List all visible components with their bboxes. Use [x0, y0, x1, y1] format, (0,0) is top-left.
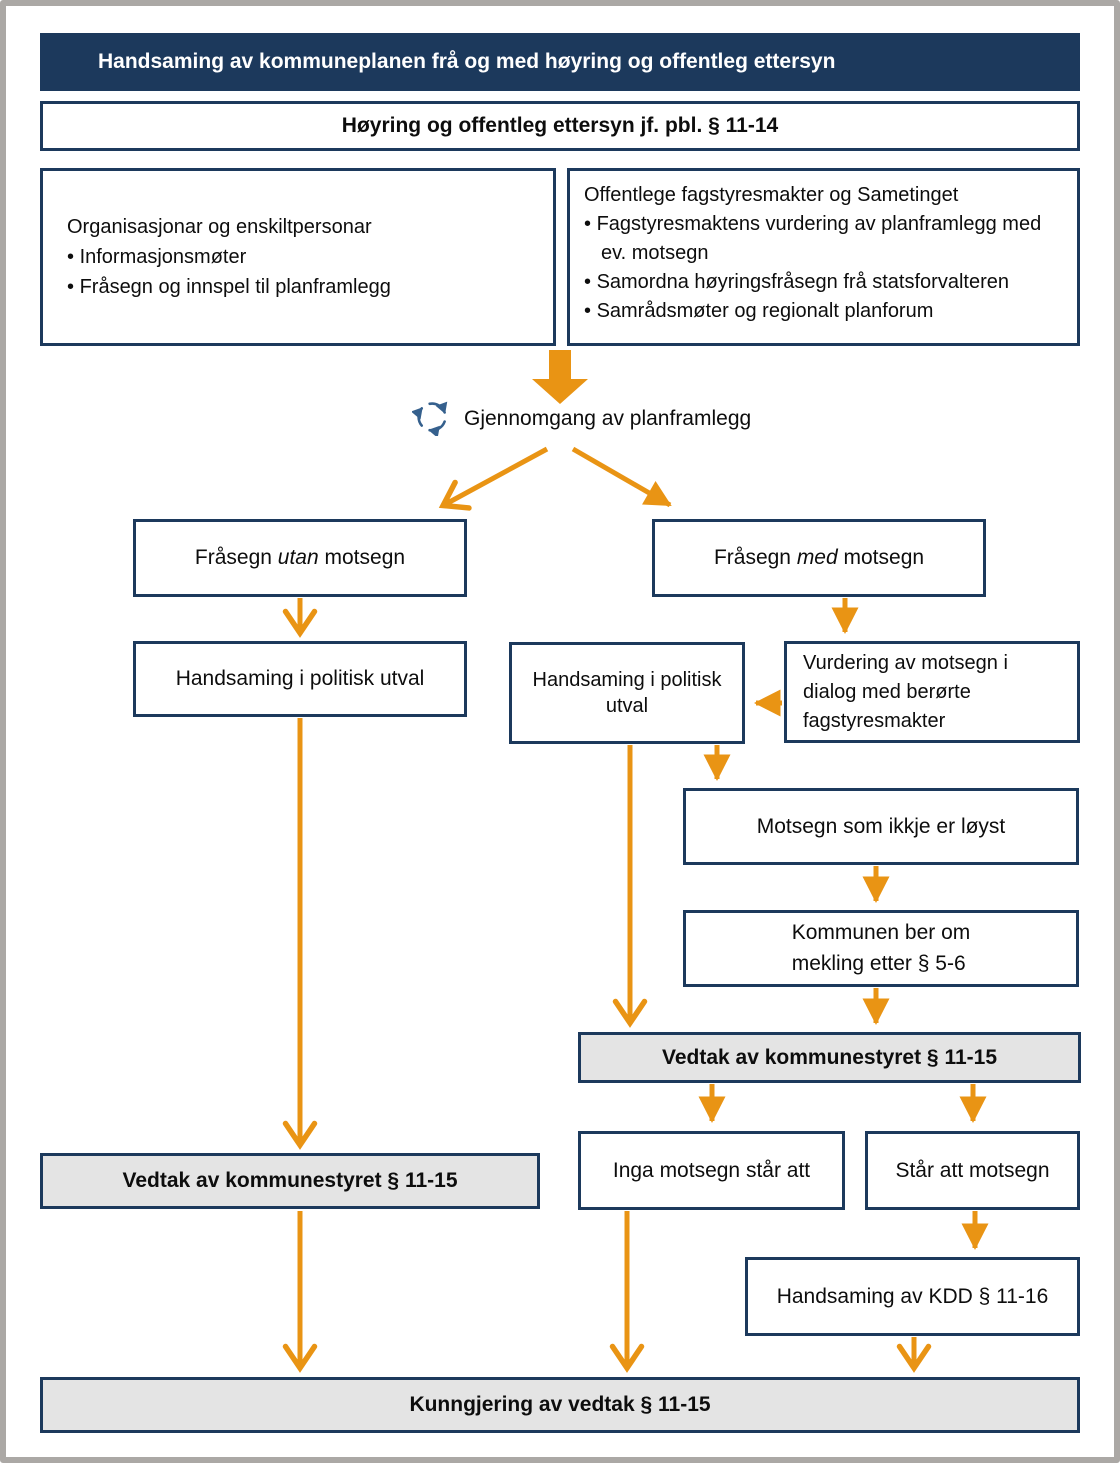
node-frasegn-med-motsegn: Fråsegn med motsegn	[652, 519, 986, 597]
gjennomgang-label: Gjennomgang av planframlegg	[464, 407, 752, 430]
node-vedtak-kommunestyret-right: Vedtak av kommunestyret § 11-15	[578, 1032, 1081, 1083]
node-fagstyresmakter: Offentlege fagstyresmakter og Sametinget…	[567, 168, 1080, 346]
diagram-title-bar: Handsaming av kommuneplanen frå og med h…	[40, 33, 1080, 91]
node-frasegn-utan-motsegn: Fråsegn utan motsegn	[133, 519, 467, 597]
node-vurdering-motsegn: Vurdering av motsegn i dialog med berørt…	[784, 641, 1080, 743]
node-fagstyresmakter-title: Offentlege fagstyresmakter og Sametinget	[584, 184, 959, 206]
list-item: Samordna høyringsfråsegn frå statsforval…	[584, 268, 1063, 297]
node-vedtak-right-label: Vedtak av kommunestyret § 11-15	[661, 1045, 997, 1069]
list-item: Samrådsmøter og regionalt planforum	[584, 297, 1063, 326]
node-motsegn-ikkje-label: Motsegn som ikkje er løyst	[756, 814, 1006, 838]
node-mekling-label: Kommunen ber om mekling etter § 5-6	[791, 921, 971, 975]
node-handsaming-left-label: Handsaming i politisk utval	[175, 667, 425, 691]
node-handsaming-politisk-utval-mid: Handsaming i politisk utval	[509, 642, 745, 744]
node-organisasjonar-title: Organisasjonar og enskiltpersonar	[67, 216, 372, 238]
list-item: Fagstyresmaktens vurdering av planframle…	[584, 210, 1063, 268]
arrow-top-down	[532, 350, 588, 404]
node-motsegn-ikkje-loyst: Motsegn som ikkje er løyst	[683, 788, 1079, 865]
node-inga-motsegn-label: Inga motsegn står att	[612, 1158, 811, 1182]
node-organisasjonar-list: Informasjonsmøter Fråsegn og innspel til…	[67, 242, 539, 302]
node-frasegn-med-label: Fråsegn med motsegn	[713, 546, 925, 570]
node-frasegn-utan-label: Fråsegn utan motsegn	[194, 546, 406, 570]
node-mekling: Kommunen ber om mekling etter § 5-6	[683, 910, 1079, 987]
node-kunngjering-label: Kunngjering av vedtak § 11-15	[409, 1393, 711, 1417]
list-item: Fråsegn og innspel til planframlegg	[67, 272, 539, 302]
cycle-arrows-icon	[411, 398, 456, 438]
node-kunngjering: Kunngjering av vedtak § 11-15	[40, 1377, 1080, 1433]
node-hoyring-label: Høyring og offentleg ettersyn jf. pbl. §…	[341, 114, 779, 138]
node-inga-motsegn-star-att: Inga motsegn står att	[578, 1131, 845, 1210]
node-handsaming-mid-label: Handsaming i politisk utval	[532, 669, 722, 717]
node-vurdering-label: Vurdering av motsegn i dialog med berørt…	[803, 651, 1008, 732]
arrow-diagonal-left	[438, 446, 549, 511]
node-handsaming-politisk-utval-left: Handsaming i politisk utval	[133, 641, 467, 717]
list-item: Informasjonsmøter	[67, 242, 539, 272]
arrow-diagonal-right	[571, 446, 672, 508]
diagram-title: Handsaming av kommuneplanen frå og med h…	[98, 50, 836, 73]
node-vedtak-kommunestyret-left: Vedtak av kommunestyret § 11-15	[40, 1153, 540, 1209]
node-handsaming-kdd: Handsaming av KDD § 11-16	[745, 1257, 1080, 1336]
node-fagstyresmakter-list: Fagstyresmaktens vurdering av planframle…	[584, 210, 1063, 326]
node-kdd-label: Handsaming av KDD § 11-16	[776, 1284, 1049, 1308]
node-hoyring: Høyring og offentleg ettersyn jf. pbl. §…	[40, 101, 1080, 151]
node-star-att-label: Står att motsegn	[895, 1158, 1050, 1182]
node-organisasjonar: Organisasjonar og enskiltpersonar Inform…	[40, 168, 556, 346]
node-vedtak-left-label: Vedtak av kommunestyret § 11-15	[122, 1169, 458, 1193]
node-star-att-motsegn: Står att motsegn	[865, 1131, 1080, 1210]
